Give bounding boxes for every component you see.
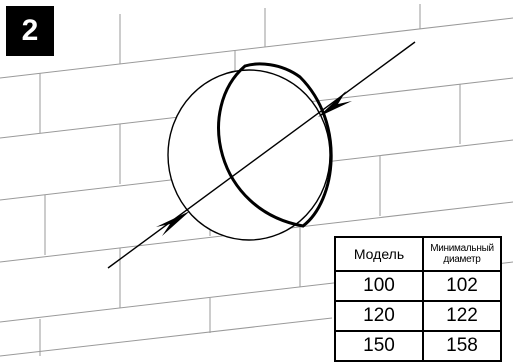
mortar-line [0, 317, 333, 357]
cell-diameter: 122 [422, 300, 502, 332]
header-min-diameter-line1: Минимальный [430, 243, 494, 254]
table-row: 120 122 [334, 300, 502, 332]
arrowhead-upper [318, 91, 352, 117]
header-min-diameter: Минимальный диаметр [422, 236, 502, 272]
table-header-row: Модель Минимальный диаметр [334, 236, 502, 272]
duct-front-rim [217, 62, 333, 228]
diameter-dimension [107, 41, 416, 269]
header-model: Модель [334, 236, 424, 272]
table-row: 150 158 [334, 330, 502, 362]
figure-number-badge: 2 [6, 6, 54, 56]
cell-model: 120 [334, 300, 424, 332]
cell-model: 150 [334, 330, 424, 362]
header-min-diameter-line2: диаметр [443, 254, 481, 265]
round-duct [167, 62, 333, 241]
mortar-line [0, 17, 513, 79]
cell-diameter: 102 [422, 270, 502, 302]
table-row: 100 102 [334, 270, 502, 302]
cell-model: 100 [334, 270, 424, 302]
arrowhead-lower [156, 211, 190, 236]
duct-opening-outline [167, 69, 331, 241]
cell-diameter: 158 [422, 330, 502, 362]
diameter-axis-line [107, 41, 416, 269]
diameter-table: Модель Минимальный диаметр 100 102 120 1… [334, 236, 502, 362]
